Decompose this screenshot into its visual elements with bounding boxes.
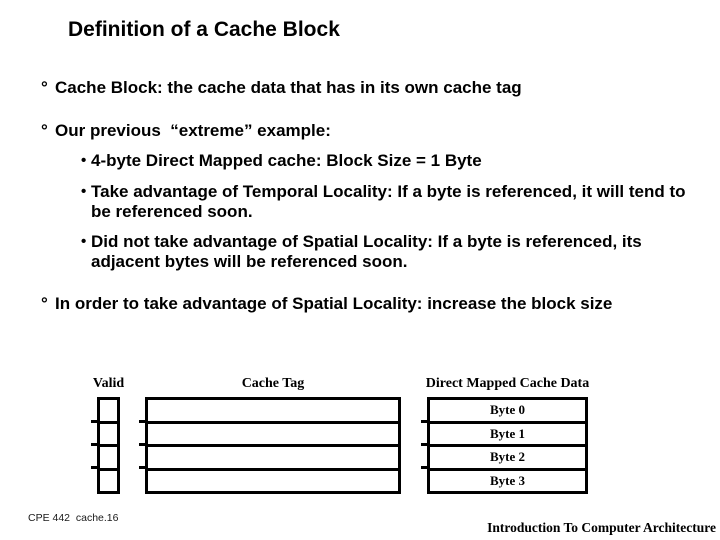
cache-data-cell: Byte 1 bbox=[430, 420, 585, 445]
slide-footer-course-title: Introduction To Computer Architecture bbox=[487, 520, 716, 535]
cache-tag-cell bbox=[148, 420, 398, 445]
slide-title: Definition of a Cache Block bbox=[68, 18, 340, 41]
bullet-text: Our previous “extreme” example: bbox=[55, 121, 331, 140]
cache-tag-column-label: Cache Tag bbox=[241, 376, 305, 391]
valid-cell bbox=[100, 444, 117, 468]
dot-bullet-icon: • bbox=[81, 233, 87, 250]
bullet-text: 4-byte Direct Mapped cache: Block Size =… bbox=[91, 151, 482, 170]
valid-column-label: Valid bbox=[92, 376, 125, 391]
valid-cell bbox=[100, 420, 117, 445]
cache-tag-cell bbox=[148, 444, 398, 468]
degree-bullet-icon: ° bbox=[41, 78, 48, 97]
dot-bullet-icon: • bbox=[81, 183, 87, 200]
bullet-text: Take advantage of Temporal Locality: If … bbox=[91, 182, 691, 221]
row-tick bbox=[91, 443, 97, 446]
bullet-cache-block: ° Cache Block: the cache data that has i… bbox=[41, 78, 522, 98]
cache-data-cell: Byte 2 bbox=[430, 444, 585, 468]
row-tick bbox=[139, 466, 145, 469]
cache-data-column: Byte 0 Byte 1 Byte 2 Byte 3 bbox=[427, 397, 588, 494]
bullet-increase-block-size: ° In order to take advantage of Spatial … bbox=[41, 294, 612, 314]
valid-cell bbox=[100, 467, 117, 492]
subbullet-temporal-locality: • Take advantage of Temporal Locality: I… bbox=[81, 182, 687, 221]
cache-data-column-label: Direct Mapped Cache Data bbox=[425, 376, 590, 391]
bullet-text: Did not take advantage of Spatial Locali… bbox=[91, 232, 647, 271]
row-tick bbox=[139, 420, 145, 423]
slide-footer-course-id: CPE 442 cache.16 bbox=[28, 512, 119, 524]
dot-bullet-icon: • bbox=[81, 152, 87, 169]
row-tick bbox=[139, 443, 145, 446]
valid-cell bbox=[100, 400, 117, 421]
valid-bit-column bbox=[97, 397, 120, 494]
row-tick bbox=[421, 466, 427, 469]
row-tick bbox=[91, 466, 97, 469]
degree-bullet-icon: ° bbox=[41, 121, 48, 140]
cache-tag-cell bbox=[148, 400, 398, 421]
bullet-previous-example: ° Our previous “extreme” example: bbox=[41, 121, 331, 141]
subbullet-4byte-cache: • 4-byte Direct Mapped cache: Block Size… bbox=[81, 151, 482, 171]
cache-tag-column bbox=[145, 397, 401, 494]
cache-data-cell: Byte 3 bbox=[430, 467, 585, 492]
row-tick bbox=[421, 420, 427, 423]
bullet-text: In order to take advantage of Spatial Lo… bbox=[55, 294, 613, 313]
bullet-text: Cache Block: the cache data that has in … bbox=[55, 78, 522, 97]
row-tick bbox=[91, 420, 97, 423]
row-tick bbox=[421, 443, 427, 446]
subbullet-spatial-locality: • Did not take advantage of Spatial Loca… bbox=[81, 232, 643, 271]
degree-bullet-icon: ° bbox=[41, 294, 48, 313]
cache-tag-cell bbox=[148, 467, 398, 492]
cache-data-cell: Byte 0 bbox=[489, 402, 526, 418]
